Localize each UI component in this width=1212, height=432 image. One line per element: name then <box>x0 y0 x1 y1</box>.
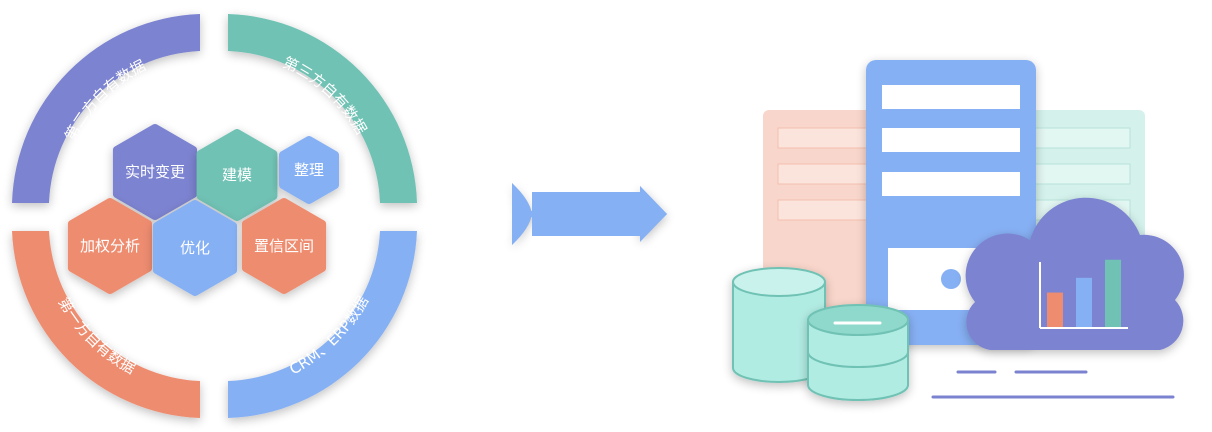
hexagon-shape <box>241 198 327 294</box>
cloud-icon <box>965 197 1184 350</box>
hexagon-label: 实时变更 <box>125 163 185 181</box>
hexagon-optimize: 优化 <box>152 200 238 296</box>
hexagon-label: 整理 <box>294 161 324 179</box>
hexagon-shape <box>67 198 153 294</box>
hexagon-label: 优化 <box>180 239 210 257</box>
hexagon-shape <box>196 129 278 221</box>
hexagon-realtime: 实时变更 <box>112 124 198 220</box>
hexagon-shape <box>152 200 238 296</box>
hexagon-confidence: 置信区间 <box>241 198 327 294</box>
hexagon-label: 建模 <box>222 166 252 184</box>
database-stack-icon <box>807 304 909 401</box>
database-icon <box>732 267 826 383</box>
hexagon-shape <box>279 136 339 204</box>
hexagon-label: 加权分析 <box>80 237 140 255</box>
cloud-bar-chart <box>1039 259 1128 329</box>
ring-segment-crm <box>228 231 417 418</box>
ring-segment-third <box>228 14 417 203</box>
ring-segment-first <box>12 231 200 418</box>
server-indicator-icon <box>941 269 961 289</box>
ring-segment-second <box>12 14 200 203</box>
hexagon-organize: 整理 <box>279 136 339 204</box>
hexagon-label: 置信区间 <box>254 237 314 255</box>
flow-arrow-body <box>512 183 667 245</box>
hexagon-shape <box>112 124 198 220</box>
cloud-chart-bar <box>1076 277 1092 327</box>
cloud-chart-bar <box>1105 259 1121 327</box>
hexagon-modeling: 建模 <box>196 129 278 221</box>
data-platform-illustration <box>732 60 1184 401</box>
data-sources-ring: 第二方自有数据 第三方自有数据 CRM、ERP数据 第一方自有数据 实时变更建模… <box>12 14 417 418</box>
cloud-chart-bar <box>1047 292 1063 327</box>
hexagon-weighted: 加权分析 <box>67 198 153 294</box>
